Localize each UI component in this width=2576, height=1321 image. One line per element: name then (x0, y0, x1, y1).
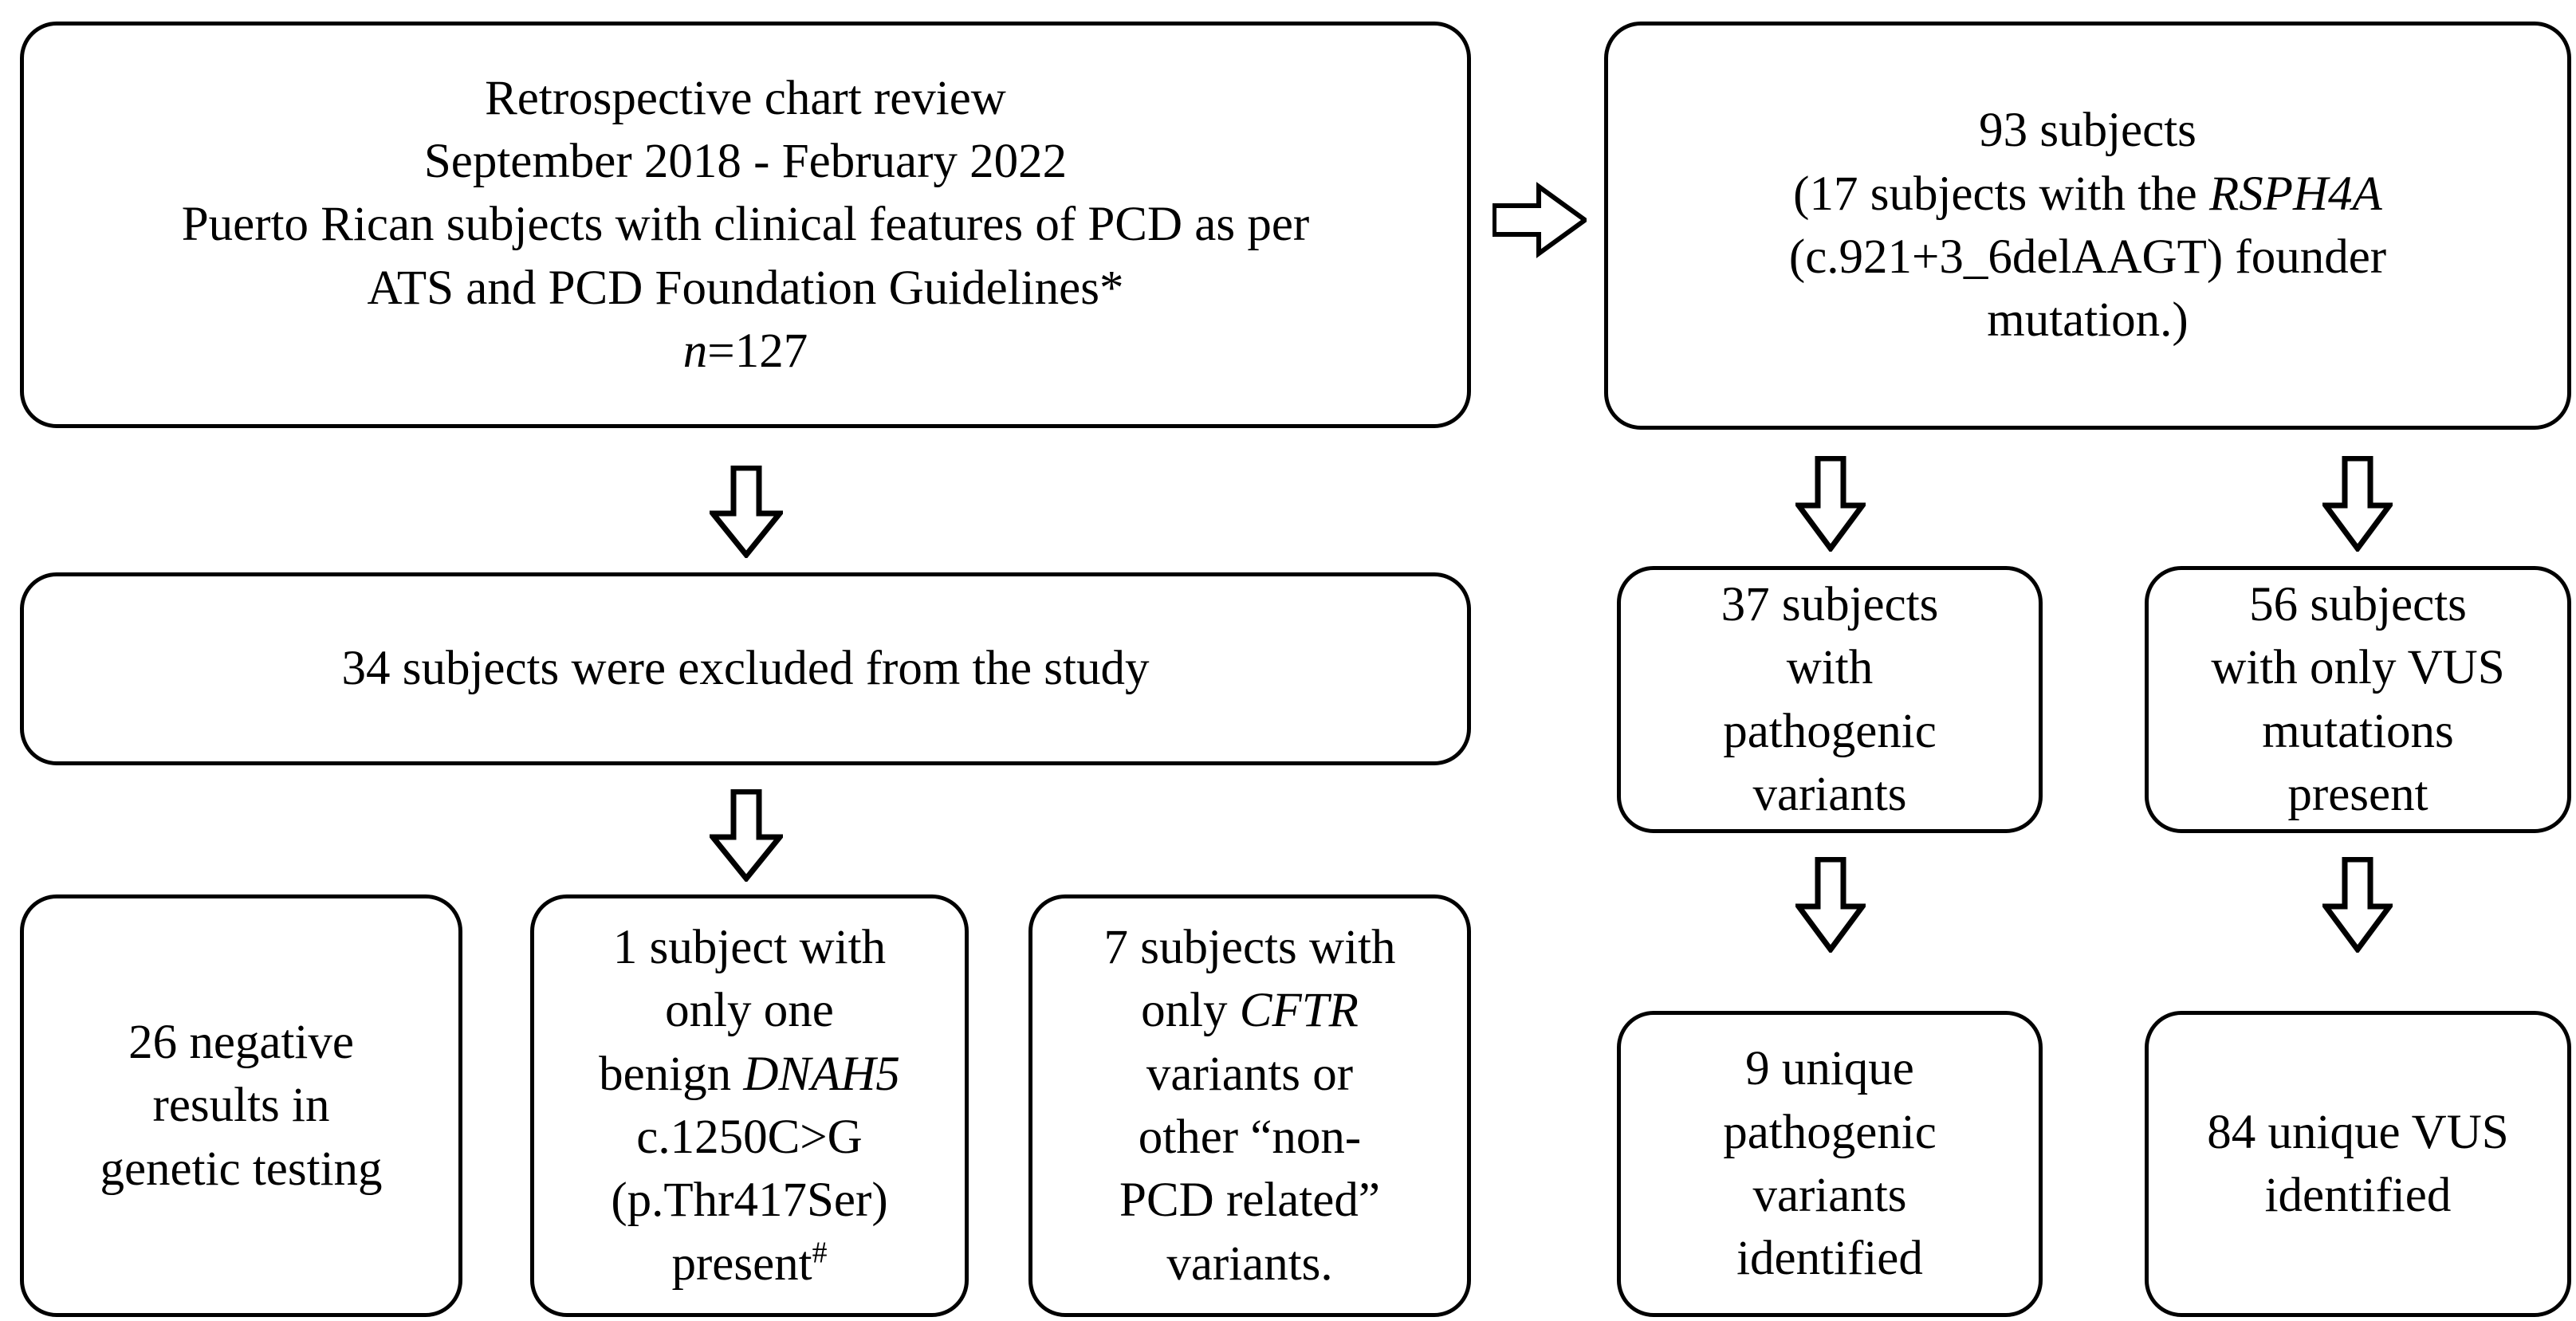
dnah5-line-2: only one (665, 984, 834, 1038)
cohort-line-4: mutation.) (1987, 293, 2189, 348)
negative-line-3: genetic testing (100, 1142, 383, 1196)
node-vus-mutations: 56 subjects with only VUS mutations present (2145, 566, 2571, 833)
arrow-down-icon-vus-to-unique (2322, 857, 2393, 953)
node-pathogenic-text: 37 subjects with pathogenic variants (1621, 573, 2039, 826)
node-unique-pathogenic-variants: 9 unique pathogenic variants identified (1617, 1011, 2043, 1317)
node-cohort-text: 93 subjects(17 subjects with the RSPH4A(… (1788, 104, 2387, 348)
negative-line-1: 26 negative (128, 1016, 354, 1070)
arrow-down-icon-intake-to-excluded (710, 466, 783, 558)
cftr-line-1: 7 subjects with (1103, 921, 1396, 975)
uniq-vus-line-2: identified (2264, 1169, 2452, 1222)
intake-count: 127 (734, 324, 808, 378)
vus-line-4: present (2287, 767, 2429, 821)
arrow-down-icon-pathogenic-to-unique (1795, 857, 1866, 953)
dnah5-line-1: 1 subject with (612, 921, 887, 975)
cohort-variant: c.921+3_6delAAGT (1805, 230, 2207, 284)
uniq-path-line-3: variants (1752, 1169, 1907, 1222)
pathogenic-line-2: with (1786, 641, 1874, 695)
vus-line-1: 56 subjects (2249, 577, 2467, 631)
cftr-line-4: other “non- (1138, 1111, 1362, 1164)
node-unique-vus-identified: 84 unique VUS identified (2145, 1011, 2571, 1317)
uniq-path-line-4: identified (1736, 1232, 1923, 1286)
pathogenic-line-1: 37 subjects (1721, 577, 1939, 631)
node-negative-results: 26 negative results in genetic testing (20, 894, 462, 1317)
dnah5-protein: p.Thr417Ser (627, 1174, 872, 1228)
intake-line-2: September 2018 - February 2022 (423, 135, 1068, 189)
cftr-line-3: variants or (1146, 1047, 1354, 1101)
pathogenic-line-4: variants (1752, 767, 1907, 821)
intake-line-3: Puerto Rican subjects with clinical feat… (181, 198, 1310, 252)
node-pathogenic-variants: 37 subjects with pathogenic variants (1617, 566, 2043, 833)
cftr-gene: CFTR (1239, 984, 1359, 1038)
node-negative-text: 26 negative results in genetic testing (24, 1011, 458, 1201)
node-unique-vus-text: 84 unique VUS identified (2149, 1101, 2567, 1228)
uniq-path-line-1: 9 unique (1745, 1042, 1914, 1096)
arrow-down-icon-cohort-to-pathogenic (1795, 456, 1866, 552)
dnah5-footnote-marker: # (812, 1236, 828, 1270)
cftr-line-6: variants. (1166, 1236, 1333, 1291)
vus-line-2: with only VUS (2211, 641, 2505, 695)
arrow-right-icon-intake-to-cohort (1493, 182, 1587, 258)
node-excluded-subjects: 34 subjects were excluded from the study (20, 572, 1471, 765)
cftr-line-5: PCD related” (1119, 1174, 1380, 1228)
intake-line-4: ATS and PCD Foundation Guidelines* (367, 261, 1124, 315)
vus-line-3: mutations (2262, 704, 2454, 758)
negative-line-2: results in (152, 1079, 330, 1133)
node-excluded-text: 34 subjects were excluded from the study (341, 642, 1150, 696)
uniq-path-line-2: pathogenic (1723, 1105, 1937, 1159)
node-cohort-93-subjects: 93 subjects(17 subjects with the RSPH4A(… (1604, 22, 2571, 430)
pathogenic-line-3: pathogenic (1723, 704, 1937, 758)
uniq-vus-line-1: 84 unique VUS (2207, 1105, 2509, 1159)
node-unique-pathogenic-text: 9 unique pathogenic variants identified (1621, 1037, 2039, 1290)
cohort-gene-rsph4a: RSPH4A (2208, 167, 2382, 221)
arrow-down-icon-excluded-to-bottom-row (710, 789, 783, 882)
intake-line-1: Retrospective chart review (485, 71, 1006, 125)
cohort-line-1: 93 subjects (1979, 104, 2196, 158)
node-vus-text: 56 subjects with only VUS mutations present (2149, 573, 2567, 826)
arrow-down-icon-cohort-to-vus (2322, 456, 2393, 552)
dnah5-gene: DNAH5 (743, 1047, 900, 1101)
dnah5-variant: c.1250C>G (636, 1111, 863, 1164)
intake-n-symbol: n (682, 324, 708, 378)
